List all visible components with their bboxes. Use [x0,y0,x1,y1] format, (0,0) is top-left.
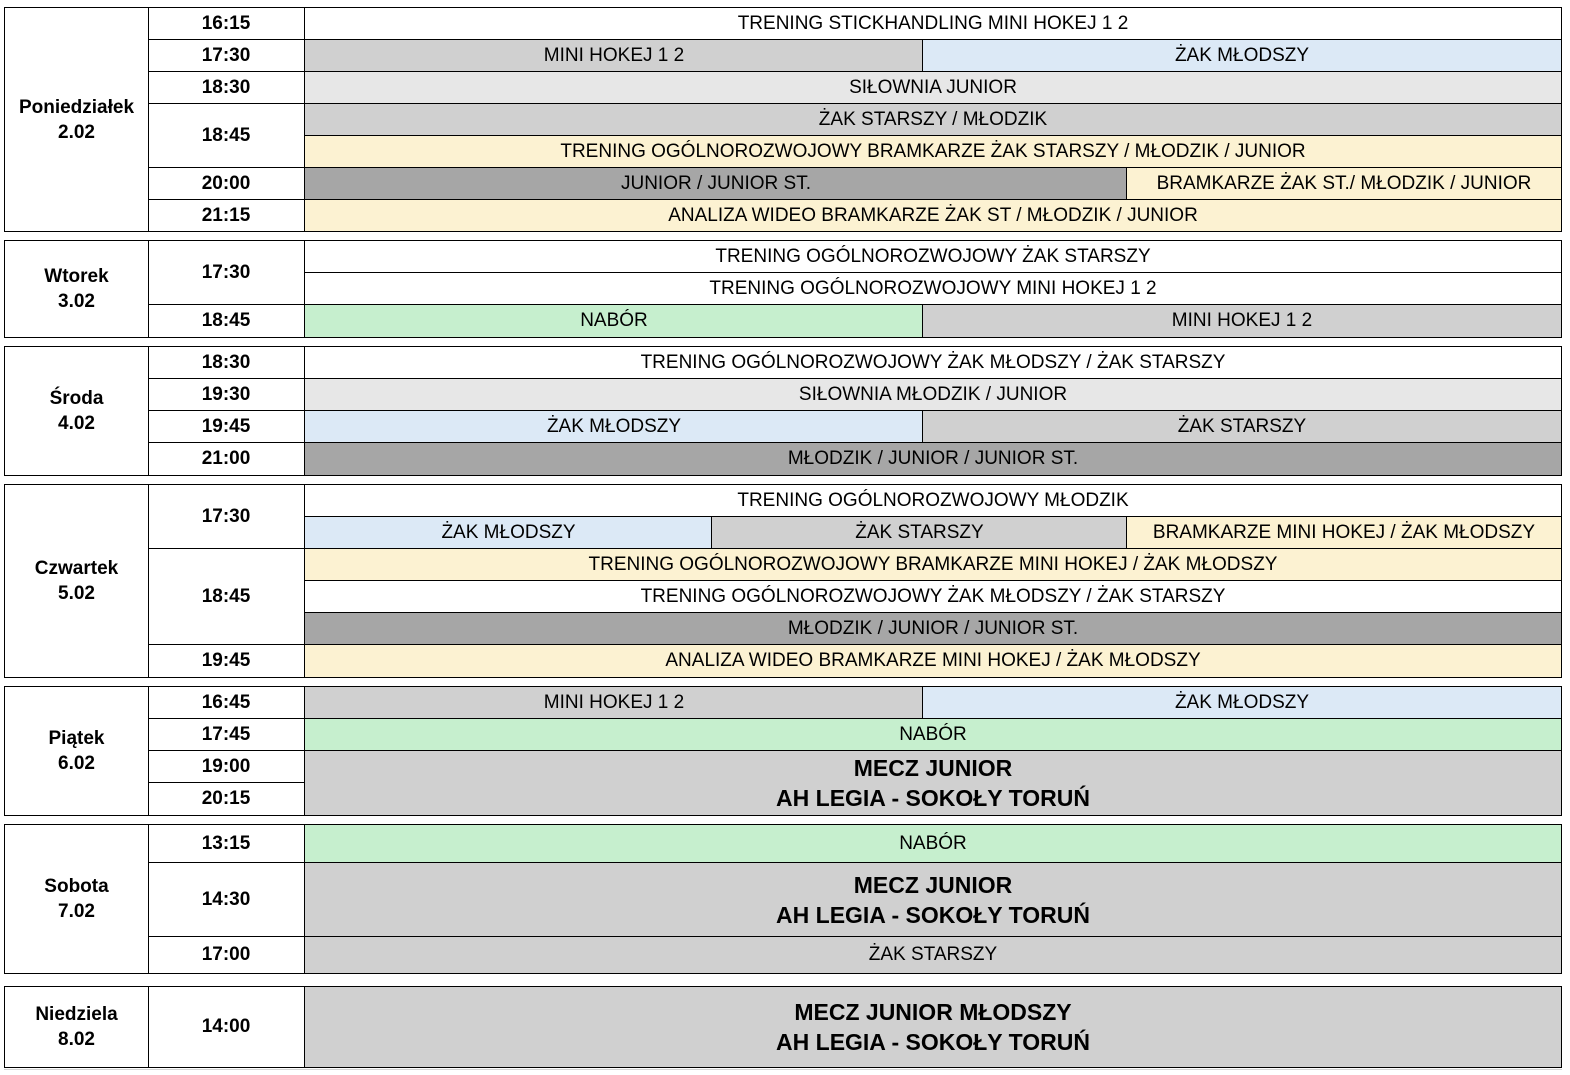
time-slot: 16:45 [148,687,305,719]
activity-cell: ANALIZA WIDEO BRAMKARZE MINI HOKEJ / ŻAK… [304,645,1561,677]
day-date: 4.02 [58,413,95,434]
time-slot: 17:30 [148,40,305,72]
day-label: Wtorek 3.02 [5,241,149,337]
match-title: MECZ JUNIOR [853,755,1013,781]
activity-cell: ŻAK STARSZY [922,411,1561,443]
day-date: 3.02 [58,291,95,312]
activity-cell: TRENING OGÓLNOROZWOJOWY ŻAK MŁODSZY / ŻA… [304,581,1561,613]
day-label: Piątek 6.02 [5,687,149,815]
activity-cell: MINI HOKEJ 1 2 [922,305,1561,337]
time-slot: 17:30 [148,485,305,549]
match-cell: MECZ JUNIOR AH LEGIA - SOKOŁY TORUŃ [304,751,1561,815]
activity-cell: BRAMKARZE ŻAK ST./ MŁODZIK / JUNIOR [1126,168,1561,200]
time-slot: 18:45 [148,549,305,645]
activity-cell: NABÓR [304,825,1561,863]
activity-cell: TRENING STICKHANDLING MINI HOKEJ 1 2 [304,8,1561,40]
day-date: 5.02 [58,583,95,604]
activity-cell: MŁODZIK / JUNIOR / JUNIOR ST. [304,613,1561,645]
time-slot: 17:00 [148,937,305,973]
activity-cell: TRENING OGÓLNOROZWOJOWY MINI HOKEJ 1 2 [304,273,1561,305]
activity-cell: TRENING OGÓLNOROZWOJOWY ŻAK STARSZY [304,241,1561,273]
match-teams: AH LEGIA - SOKOŁY TORUŃ [776,901,1090,928]
day-block-thursday: Czwartek 5.02 17:30 18:45 19:45 TRENING … [4,484,1562,678]
match-title: MECZ JUNIOR [853,871,1013,898]
day-block-monday: Poniedziałek 2.02 16:15 17:30 18:30 18:4… [4,7,1562,232]
day-date: 8.02 [58,1029,95,1050]
activity-cell: ŻAK MŁODSZY [304,517,712,549]
time-slot: 19:30 [148,379,305,411]
day-name: Środa [49,388,104,409]
time-slot: 20:15 [148,783,305,815]
activity-cell: ANALIZA WIDEO BRAMKARZE ŻAK ST / MŁODZIK… [304,200,1561,231]
activity-cell: MINI HOKEJ 1 2 [304,40,923,72]
activity-cell: ŻAK MŁODSZY [304,411,923,443]
time-slot: 18:45 [148,104,305,168]
time-slot: 19:45 [148,411,305,443]
activity-cell: ŻAK STARSZY [711,517,1127,549]
day-date: 2.02 [58,121,95,143]
time-slot: 21:15 [148,200,305,231]
time-slot: 14:00 [148,987,305,1067]
activity-cell: JUNIOR / JUNIOR ST. [304,168,1127,200]
day-name: Niedziela [35,1004,118,1025]
day-name: Czwartek [34,558,119,579]
activity-cell: SIŁOWNIA JUNIOR [304,72,1561,104]
match-teams: AH LEGIA - SOKOŁY TORUŃ [776,785,1090,811]
activity-cell: SIŁOWNIA MŁODZIK / JUNIOR [304,379,1561,411]
day-block-saturday: Sobota 7.02 13:15 14:30 17:00 NABÓR MECZ… [4,824,1562,974]
activity-cell: MINI HOKEJ 1 2 [304,687,923,719]
divider [4,1069,1562,1070]
day-name: Wtorek [44,266,109,287]
activity-cell: TRENING OGÓLNOROZWOJOWY BRAMKARZE MINI H… [304,549,1561,581]
time-slot: 21:00 [148,443,305,475]
match-cell: MECZ JUNIOR MŁODSZY AH LEGIA - SOKOŁY TO… [304,987,1561,1067]
activity-cell: MŁODZIK / JUNIOR / JUNIOR ST. [304,443,1561,475]
match-cell: MECZ JUNIOR AH LEGIA - SOKOŁY TORUŃ [304,863,1561,937]
day-label: Niedziela 8.02 [5,987,149,1067]
activity-cell: TRENING OGÓLNOROZWOJOWY ŻAK MŁODSZY / ŻA… [304,347,1561,379]
time-slot: 19:45 [148,645,305,677]
activity-cell: TRENING OGÓLNOROZWOJOWY MŁODZIK [304,485,1561,517]
time-slot: 18:30 [148,72,305,104]
time-slot: 17:30 [148,241,305,305]
time-slot: 20:00 [148,168,305,200]
day-name: Piątek [48,728,105,749]
activity-cell: ŻAK MŁODSZY [922,40,1561,72]
time-slot: 18:45 [148,305,305,337]
activity-cell: TRENING OGÓLNOROZWOJOWY BRAMKARZE ŻAK ST… [304,136,1561,168]
day-label: Środa 4.02 [5,347,149,475]
activity-cell: ŻAK STARSZY [304,937,1561,973]
day-label: Sobota 7.02 [5,825,149,973]
time-slot: 17:45 [148,719,305,751]
day-name: Sobota [44,876,109,897]
day-date: 6.02 [58,753,95,774]
day-label: Czwartek 5.02 [5,485,149,677]
activity-cell: NABÓR [304,719,1561,751]
time-slot: 16:15 [148,8,305,40]
day-block-sunday: Niedziela 8.02 14:00 MECZ JUNIOR MŁODSZY… [4,986,1562,1068]
day-block-wednesday: Środa 4.02 18:30 19:30 19:45 21:00 TRENI… [4,346,1562,476]
match-title: MECZ JUNIOR MŁODSZY [794,999,1072,1025]
day-block-tuesday: Wtorek 3.02 17:30 18:45 TRENING OGÓLNORO… [4,240,1562,338]
time-slot: 13:15 [148,825,305,863]
day-block-friday: Piątek 6.02 16:45 17:45 19:00 20:15 MINI… [4,686,1562,816]
activity-cell: ŻAK MŁODSZY [922,687,1561,719]
day-name: Poniedziałek [18,96,135,118]
time-slot: 14:30 [148,863,305,937]
match-teams: AH LEGIA - SOKOŁY TORUŃ [776,1029,1090,1055]
day-label: Poniedziałek 2.02 [5,8,149,231]
day-date: 7.02 [58,901,95,922]
activity-cell: BRAMKARZE MINI HOKEJ / ŻAK MŁODSZY [1126,517,1561,549]
time-slot: 18:30 [148,347,305,379]
activity-cell: ŻAK STARSZY / MŁODZIK [304,104,1561,136]
time-slot: 19:00 [148,751,305,783]
activity-cell: NABÓR [304,305,923,337]
